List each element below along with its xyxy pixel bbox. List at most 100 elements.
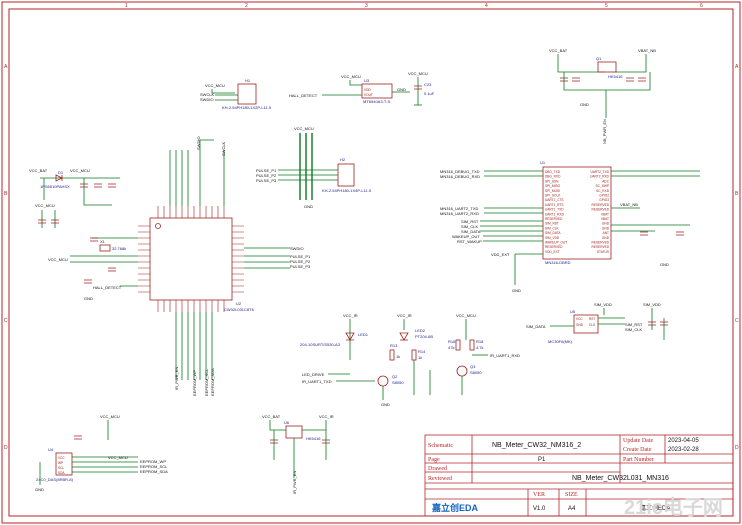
u1-right-pin: ADC [602,179,609,183]
svg-text:C: C [735,318,739,324]
u1-right-pin: VBAT [601,212,609,216]
zone-markers: 1 2 3 4 5 6 A B C D A B C D [4,3,739,451]
svg-text:47k: 47k [448,345,454,350]
svg-text:SWCLK: SWCLK [200,92,215,97]
svg-text:嘉立创EDA: 嘉立创EDA [640,504,670,512]
pulse-header-h2[interactable]: VCC_MCU H2 KH-2.54PH180-1X4P-L11.5 PULSE… [256,126,372,209]
battery-input[interactable]: VCC_BAT VCC_MCU D1 1PS6510PAHSX VCC_MCU [29,168,120,228]
svg-text:VCC_BAT: VCC_BAT [262,414,281,419]
svg-text:HALL_DETECT: HALL_DETECT [93,285,122,290]
u1-left-pin: SIM_DATA [545,231,561,235]
svg-text:LED2: LED2 [415,328,426,333]
svg-text:VCC_MCU: VCC_MCU [341,74,361,79]
u1-left-pin: UART1_CTS [545,198,564,202]
svg-text:GND: GND [512,288,521,293]
svg-text:SIZE: SIZE [565,492,578,498]
u1-left-pin: UART1_RTS [545,203,563,207]
u1-right-pin: SC_SWP [596,184,609,188]
svg-text:VCC_BAT: VCC_BAT [549,48,568,53]
svg-text:PULSE_P2: PULSE_P2 [290,259,311,264]
svg-text:MN316_DEBUG_TXD: MN316_DEBUG_TXD [440,169,480,174]
svg-text:NB_PWR_EN: NB_PWR_EN [602,119,607,144]
svg-text:R16: R16 [448,339,456,344]
svg-text:KH-2.54PH180-1X4P-L11.5: KH-2.54PH180-1X4P-L11.5 [322,188,372,193]
svg-text:VCC_IR: VCC_IR [319,414,334,419]
svg-text:24C0_DAS(8RBR-8): 24C0_DAS(8RBR-8) [36,477,74,482]
svg-text:C: C [4,318,8,324]
svg-text:D: D [735,445,739,451]
svg-text:VDD_EXT: VDD_EXT [491,252,510,257]
svg-text:VCC_MCU: VCC_MCU [108,455,128,460]
u1-right-pin: RESERVED [592,245,610,249]
svg-text:EEPROM_SDA: EEPROM_SDA [210,368,215,396]
svg-text:LED_DRIVE: LED_DRIVE [302,372,325,377]
svg-text:KH-2.54PH180-1X2P-L11.5: KH-2.54PH180-1X2P-L11.5 [222,105,272,110]
svg-text:U6: U6 [284,420,290,425]
u1-left-pin: RESERVED [545,217,563,221]
svg-text:GND: GND [660,262,669,267]
svg-text:Q1: Q1 [596,56,602,61]
svg-text:Create Date: Create Date [623,447,652,453]
svg-text:MN316_DEBUG_RXD: MN316_DEBUG_RXD [440,174,480,179]
svg-text:Drawed: Drawed [428,466,447,472]
svg-text:IR_PWR_EN: IR_PWR_EN [292,471,297,494]
u1-right-pin: RESERVED [592,241,610,245]
svg-text:VCC_IR: VCC_IR [397,313,412,318]
ir-interface[interactable]: VCC_IR VCC_IR VCC_MCU LED1 204-10SURT/S5… [300,313,520,407]
svg-text:R13: R13 [390,343,398,348]
ir-power-switch-u6[interactable]: VCC_BAT VCC_IR U6 HK5416 IR_PWR_EN [262,414,334,494]
svg-text:SIM_DATA: SIM_DATA [461,229,481,234]
svg-text:MT6540A3-T-S: MT6540A3-T-S [363,99,390,104]
svg-text:PULSE_P1: PULSE_P1 [290,254,311,259]
nb-module-u1[interactable]: U1 MN316-DBRD DBG_TXDDBG_RXDSPI_SSNSPI_M… [440,160,700,293]
svg-text:V1.0: V1.0 [533,506,546,512]
svg-text:VCC_MCU: VCC_MCU [408,71,428,76]
hall-sensor-u3[interactable]: VCC_MCU U3 MT6540A3-T-S VDD VOUT HALL_DE… [289,71,435,106]
u1-left-pin: SIM_RST [545,222,559,226]
inner-frame [8,8,734,517]
u1-left-pin: DBG_TXD [545,170,561,174]
svg-text:NB_Meter_CW32_NM316_2: NB_Meter_CW32_NM316_2 [492,442,581,449]
svg-text:Part Number: Part Number [623,457,654,463]
svg-text:VCC_MCU: VCC_MCU [100,414,120,419]
u1-left-pin: SPI_SCLK [545,194,561,198]
svg-text:VCC: VCC [576,317,583,321]
u1-left-pin: SIM_VDD [545,236,560,240]
u1-right-pin: STATUS [597,250,609,254]
svg-text:RST_WAKUP: RST_WAKUP [457,239,482,244]
svg-text:H2: H2 [340,157,346,162]
u1-right-pin: GND [602,222,610,226]
nb-power-switch[interactable]: VCC_BAT VBAT_NB Q1 HK5416 NB_PWR_EN GND [549,48,656,144]
svg-text:VER: VER [533,492,545,498]
svg-text:VCC_MCU: VCC_MCU [48,257,68,262]
svg-text:U4: U4 [48,447,54,452]
swd-header-h1[interactable]: VCC_MCU SWCLK SWDIO H1 KH-2.54PH180-1X2P… [200,78,272,110]
svg-text:B: B [735,191,739,197]
svg-text:SWCLK: SWCLK [221,141,226,156]
mcu-u2[interactable]: U2 CW32L031C8T6 SWDIO SWCLK IR_PWR_EN EE… [48,136,311,396]
svg-text:GND: GND [304,204,313,209]
svg-text:S8050: S8050 [470,370,482,375]
svg-text:5: 5 [605,3,608,9]
svg-text:4.7k: 4.7k [476,345,484,350]
u1-right-pin: UART2_RXD [590,175,610,179]
svg-text:B: B [4,191,8,197]
svg-text:HALL_DETECT: HALL_DETECT [289,93,318,98]
svg-text:HK5416: HK5416 [306,436,321,441]
u1-right-pin: RESERVED [592,203,610,207]
svg-text:SIM_RST: SIM_RST [461,219,479,224]
sim-card-u5[interactable]: SIM_VDD SIM_VDD U5 MC30F6(MK) VCC RST GN… [526,302,668,344]
svg-text:嘉立创EDA: 嘉立创EDA [431,502,479,513]
svg-text:EEPROM_WP: EEPROM_WP [192,370,197,396]
svg-text:A: A [4,64,8,70]
u1-left-pin: UART1_TXD [545,208,564,212]
u1-right-pin: SC_RXD [596,189,610,193]
svg-text:C23: C23 [424,82,432,87]
svg-text:32.768k: 32.768k [112,246,126,251]
svg-text:GND: GND [35,487,44,492]
u1-left-pin: DBG_RXD [545,175,561,179]
svg-text:A4: A4 [568,506,576,512]
svg-text:Page: Page [428,457,440,463]
svg-text:VDD: VDD [364,88,371,92]
eeprom-u4[interactable]: VCC_MCU U4 24C0_DAS(8RBR-8) VCC WP SCL S… [35,414,168,492]
